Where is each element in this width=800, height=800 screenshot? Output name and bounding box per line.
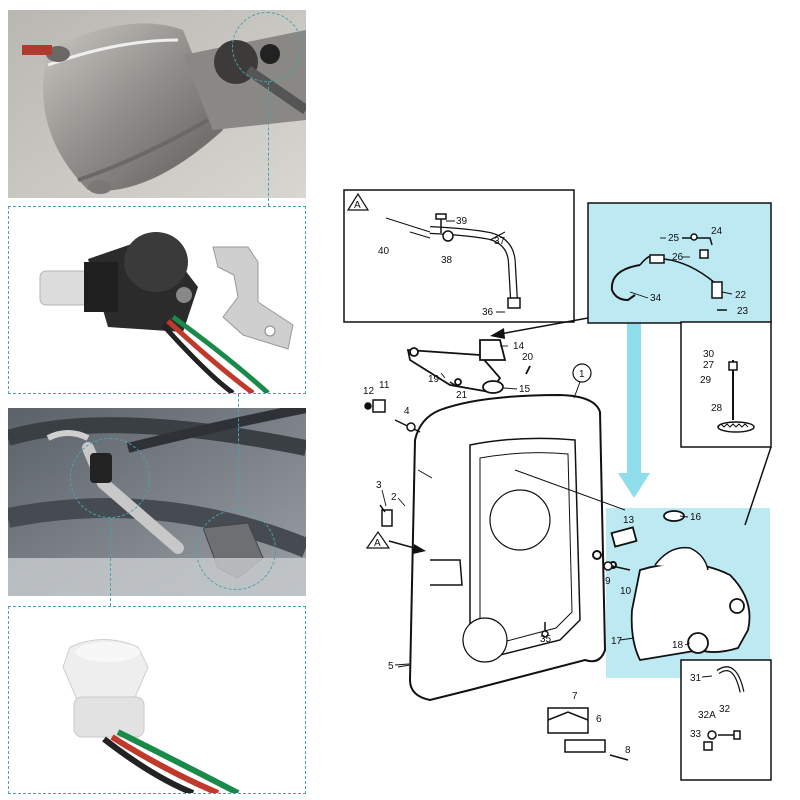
part-label-23: 23 (737, 306, 749, 317)
part-label-36: 36 (482, 307, 494, 318)
part-label-37: 37 (494, 236, 506, 247)
part-label-17: 17 (611, 636, 623, 647)
part-label-10: 10 (620, 586, 632, 597)
housing-detail (610, 510, 751, 661)
photo-frame-sensor (8, 206, 306, 394)
part-label-6: 6 (596, 714, 602, 725)
part-label-22: 22 (735, 290, 747, 301)
callout-a-letter-housing: A (374, 538, 381, 549)
part-label-26: 26 (672, 252, 684, 263)
part-label-39: 39 (456, 216, 468, 227)
part-label-40: 40 (378, 246, 390, 257)
part-label-32: 32 (719, 704, 731, 715)
photo-wiring-installed (8, 408, 306, 596)
mount-bracket (406, 339, 531, 394)
part-label-16: 16 (690, 512, 702, 523)
part-label-18: 18 (672, 640, 684, 651)
part-label-32a: 32A (698, 710, 716, 721)
connector-line-left (110, 518, 111, 606)
detail-box-a (343, 189, 575, 323)
part-label-24: 24 (711, 226, 723, 237)
detail-box-sensor (587, 202, 772, 324)
detail-box-clip (680, 659, 772, 781)
part-label-30: 30 (703, 349, 715, 360)
highlight-circle-bracket (196, 510, 276, 590)
assembly-ref-circle (572, 363, 592, 383)
leader-lines (381, 237, 733, 678)
connector-line-right (268, 82, 269, 206)
photo-frame-plug (8, 606, 306, 794)
part-label-15: 15 (519, 384, 531, 395)
part-labels: 2 3 4 5 6 7 8 9 10 11 12 13 14 15 16 17 … (363, 216, 749, 756)
part-label-12: 12 (363, 386, 375, 397)
part-label-5: 5 (388, 661, 394, 672)
part-label-14: 14 (513, 341, 525, 352)
callout-a-box (346, 192, 370, 211)
part-label-2: 2 (391, 492, 397, 503)
part-label-4: 4 (404, 406, 410, 417)
part-label-35: 35 (540, 634, 552, 645)
part-label-29: 29 (700, 375, 712, 386)
callout-a-letter-box: A (354, 200, 361, 211)
part-label-20: 20 (522, 352, 534, 363)
part-label-34: 34 (650, 293, 662, 304)
highlight-circle-top (232, 12, 302, 82)
detail-box-adjuster (680, 321, 772, 448)
callout-a-housing (365, 530, 391, 549)
part-label-19: 19 (428, 374, 440, 385)
connector-line-bracket (238, 394, 239, 510)
part-label-38: 38 (441, 255, 453, 266)
part-label-31: 31 (690, 673, 702, 684)
part-label-11: 11 (379, 380, 390, 391)
part-label-9: 9 (605, 576, 611, 587)
photo-sensor-bracket (8, 207, 306, 393)
part-label-3: 3 (376, 480, 382, 491)
part-label-25: 25 (668, 233, 680, 244)
pointer-arrow-a (388, 540, 426, 554)
part-label-21: 21 (456, 390, 468, 401)
part-label-28: 28 (711, 403, 723, 414)
assembly-ref-number: 1 (579, 369, 585, 380)
highlight-circle-connector (70, 438, 150, 518)
part-label-27: 27 (703, 360, 715, 371)
part-label-7: 7 (572, 691, 578, 702)
headlight-housing (397, 393, 626, 702)
small-hardware (364, 381, 631, 761)
photo-plug-connector (8, 607, 306, 793)
part-label-8: 8 (625, 745, 631, 756)
cyan-arrow (618, 323, 650, 498)
pointer-arrow-bracket (490, 317, 589, 339)
part-label-33: 33 (690, 729, 702, 740)
part-label-13: 13 (623, 515, 635, 526)
